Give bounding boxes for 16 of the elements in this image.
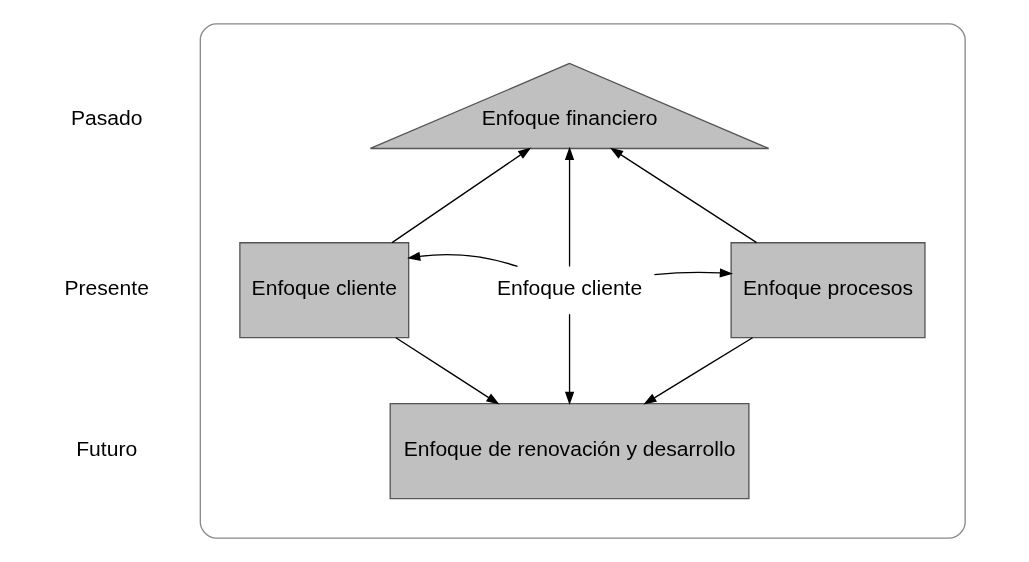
arrow [643,337,754,405]
arrow [407,251,519,268]
node-box: Enfoque procesos [730,242,926,339]
arrow [610,147,758,244]
node-box: Enfoque cliente [239,242,410,339]
label: Futuro [76,437,138,461]
arrow [653,268,733,278]
label: Pasado [70,106,143,130]
arrow [391,147,532,244]
node-text: Enfoque cliente [496,276,643,300]
arrow [395,337,500,405]
arrow [564,146,575,268]
cluster [199,23,966,539]
label: Presente [64,276,149,300]
arrow [564,313,575,406]
node-box: Enfoque de renovación y desarrollo [389,402,750,500]
